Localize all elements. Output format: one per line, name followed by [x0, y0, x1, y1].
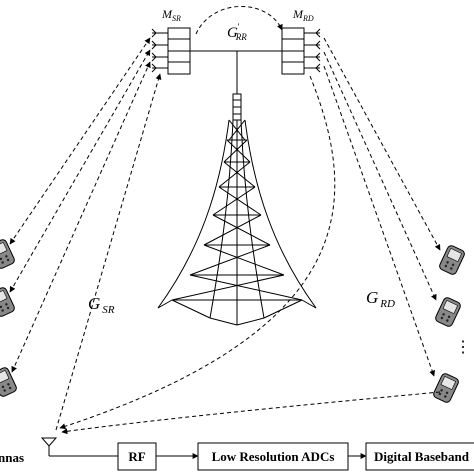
rf-block-label: RF: [128, 449, 145, 464]
dest-link-2: [323, 51, 437, 301]
loopback-arc: [195, 6, 283, 35]
antenna-array-right-icon: [281, 27, 321, 75]
ellipsis: ⋮: [455, 339, 471, 356]
source-link-1: [9, 37, 151, 245]
relay-return-link: [59, 75, 336, 430]
baseband-block-label: Digital Baseband: [374, 449, 470, 464]
dest-link-1: [323, 37, 441, 251]
antennas-label: nnas: [0, 450, 24, 465]
dest-phone-3-icon: [431, 371, 461, 405]
source-phone-2-icon: [0, 285, 17, 319]
adc-block-label: Low Resolution ADCs: [212, 449, 335, 464]
source-link-4: [55, 73, 162, 431]
antenna-array-left-icon: [151, 27, 282, 75]
g-rr-label: G'RR: [227, 22, 247, 42]
source-phone-1-icon: [0, 237, 17, 271]
dest-link-3: [323, 65, 436, 377]
baseband-block: [365, 442, 474, 471]
source-phone-3-icon: [0, 365, 19, 399]
lattice-tower-icon: [157, 51, 317, 326]
source-link-2: [9, 49, 151, 293]
dest-phone-2-icon: [433, 295, 463, 329]
m-sr-label: MSR: [161, 7, 181, 23]
dest-phone-1-icon: [437, 243, 467, 277]
m-rd-label: MRD: [292, 7, 314, 23]
source-link-3: [11, 61, 151, 373]
dest-return-link: [61, 391, 441, 435]
receive-antenna-icon: [40, 437, 118, 457]
